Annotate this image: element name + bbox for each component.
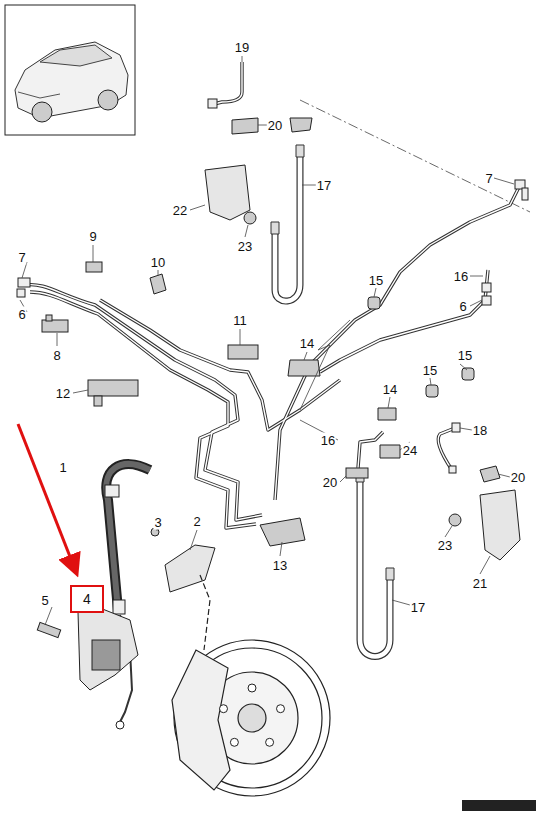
callout-number: 19	[234, 40, 250, 55]
wheel-bolt-hole	[220, 705, 228, 713]
callout-number: 20	[267, 118, 283, 133]
wheel-bolt-hole	[230, 738, 238, 746]
callout-number: 1	[58, 460, 67, 475]
callout-number: 24	[402, 443, 418, 458]
callout-number: 6	[458, 299, 467, 314]
callout-number: 16	[453, 269, 469, 284]
callout-number: 17	[410, 600, 426, 615]
vehicle-thumbnail	[5, 5, 135, 135]
callout-number: 21	[472, 576, 488, 591]
callout-number: 15	[368, 273, 384, 288]
callout-number: 11	[232, 313, 248, 328]
wheel-bolt-hole	[248, 684, 256, 692]
callout-number: 14	[382, 382, 398, 397]
callout-number: 16	[320, 433, 336, 448]
callout-number: 9	[88, 229, 97, 244]
callout-number: 7	[17, 250, 26, 265]
callout-number: 22	[172, 203, 188, 218]
callout-number: 15	[457, 348, 473, 363]
callout-number: 15	[422, 363, 438, 378]
callout-number: 13	[272, 558, 288, 573]
wheel-bolt-hole	[266, 738, 274, 746]
callout-number: 23	[437, 538, 453, 553]
callout-number: 4	[83, 591, 91, 607]
callout-number: 3	[153, 515, 162, 530]
highlight-box: 4	[70, 585, 104, 613]
callout-number: 5	[40, 593, 49, 608]
callout-number: 18	[472, 423, 488, 438]
callout-number: 10	[150, 255, 166, 270]
callout-number: 6	[17, 307, 26, 322]
callout-number: 8	[52, 348, 61, 363]
callout-number: 23	[237, 239, 253, 254]
callout-number: 20	[510, 470, 526, 485]
callout-number: 2	[192, 514, 201, 529]
callout-number: 7	[484, 171, 493, 186]
callout-number: 12	[55, 386, 71, 401]
callout-number: 17	[316, 178, 332, 193]
callout-number: 20	[322, 475, 338, 490]
wheel-bolt-hole	[277, 705, 285, 713]
callout-number: 14	[299, 336, 315, 351]
